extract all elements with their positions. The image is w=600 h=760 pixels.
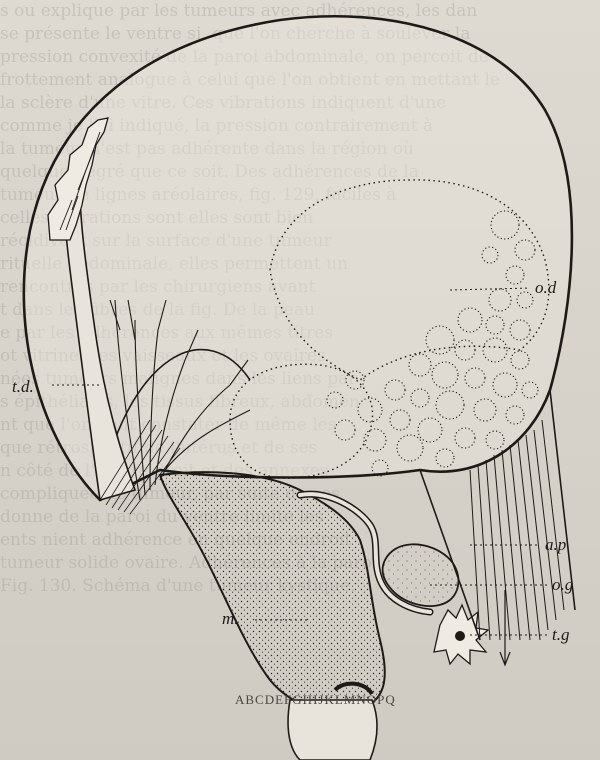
label-td: t.d. — [12, 377, 34, 396]
label-od: o.d — [535, 278, 557, 297]
figure-caption: ABCDEFGHIJKLMNOPQ — [235, 692, 396, 707]
label-tg: t.g — [552, 625, 569, 644]
label-ap: a.p — [545, 535, 566, 554]
label-og: o.g — [552, 575, 573, 594]
uterus-cervix — [288, 700, 377, 760]
label-m: m. — [222, 609, 239, 628]
